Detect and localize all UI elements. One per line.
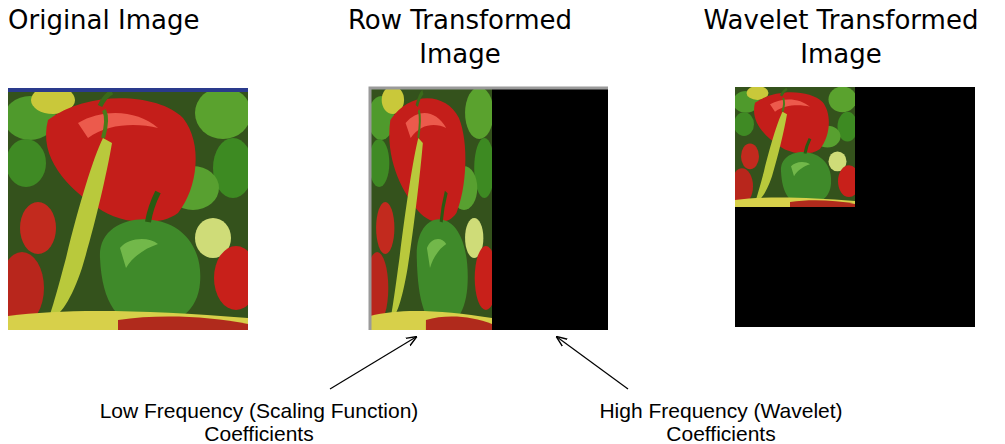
low-low-quadrant [731, 86, 860, 207]
image-panel: Row Transformed Image [370, 88, 608, 330]
original-photo [0, 86, 258, 330]
leader-arrow [557, 337, 628, 389]
callout-label: Low Frequency (Scaling Function) Coeffic… [69, 399, 449, 444]
row-transformed-photo [366, 86, 608, 330]
leader-arrow [330, 337, 416, 389]
image-panel: Wavelet Transformed Image [735, 87, 975, 327]
image-panel: Original Image [8, 88, 248, 330]
panel-heading: Original Image [8, 3, 308, 37]
panel-heading: Wavelet Transformed Image [681, 3, 1001, 71]
window-bar [8, 88, 248, 92]
callout-label: High Frequency (Wavelet) Coefficients [571, 399, 871, 444]
wavelet-transformed-photo [731, 86, 975, 327]
low-frequency-half [366, 86, 497, 330]
panel-border [370, 88, 608, 330]
pepper-photo [0, 86, 258, 330]
panel-heading: Row Transformed Image [320, 3, 600, 71]
